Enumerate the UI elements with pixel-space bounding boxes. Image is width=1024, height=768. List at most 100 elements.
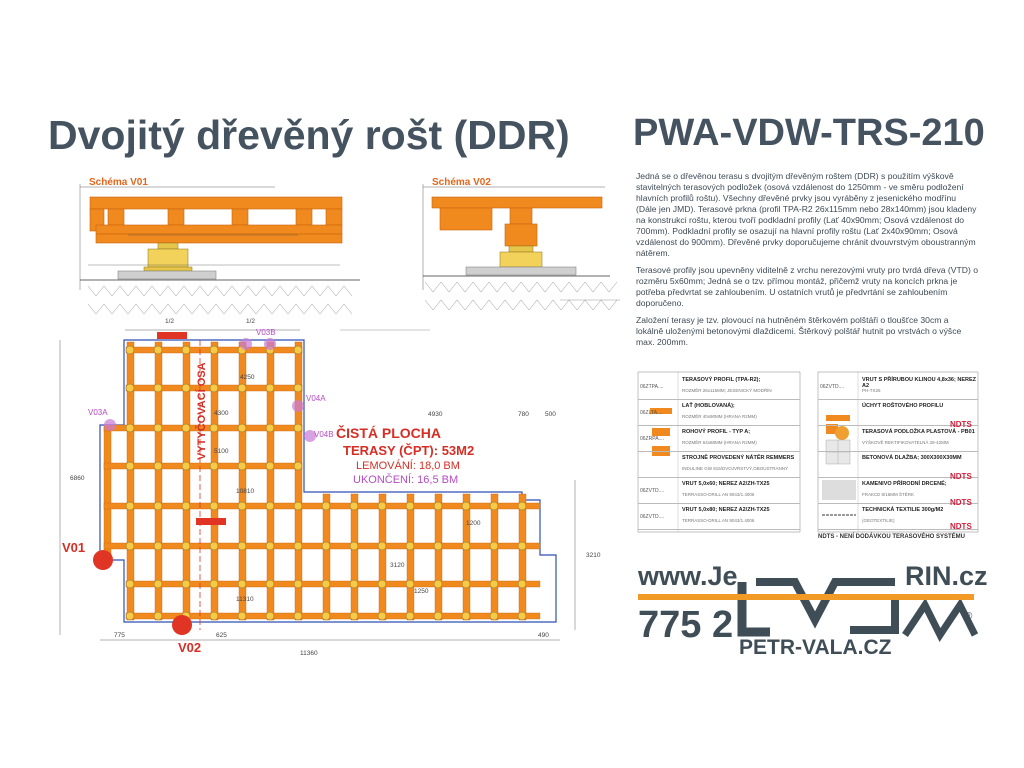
v04b-marker: [304, 430, 316, 442]
pedestal: [153, 345, 163, 355]
legend-row: ÚCHYT ROŠTOVÉHO PROFILU: [818, 400, 978, 426]
pedestal: [153, 501, 163, 511]
pedestal: [153, 383, 163, 393]
legend-sub: ROZMĚR 64x88MM (HRANA R2MM): [682, 440, 757, 445]
ndts-tag: NDTS: [950, 498, 972, 507]
legend-sub: ROZMĚR 40x90MM (HRANA R2MM): [682, 414, 757, 419]
schema-v02-label: Schéma V02: [432, 177, 491, 188]
dim-5100: 5100: [214, 448, 229, 455]
pedestal: [321, 501, 331, 511]
pedestal: [517, 579, 527, 589]
joist-vertical: [182, 341, 191, 621]
pedestal: [153, 423, 163, 433]
pedestal: [293, 501, 303, 511]
legend-sub: VÝŠKOVĚ REKTIFIKOVATELNÁ 28-42MM: [862, 440, 949, 445]
website-end[interactable]: RIN.cz: [905, 561, 988, 591]
legend-code: 06ZLTA....: [640, 410, 663, 416]
joist-vertical: [238, 341, 247, 621]
description-paragraph-1: Jedná se o dřevěnou terasu s dvojitým dř…: [636, 171, 977, 258]
dim-775: 775: [114, 632, 125, 639]
pedestal: [517, 541, 527, 551]
v03a-label: V03A: [88, 408, 108, 417]
legend-sub: ROZMĚR 26x115MM; JESENICKÝ MODŘÍN: [682, 388, 772, 393]
joist-vertical: [154, 341, 163, 621]
pedestal: [265, 501, 275, 511]
dim-total-width: 11360: [300, 650, 318, 657]
phone-number[interactable]: 775 2: [638, 604, 734, 646]
registered-mark: ®: [965, 611, 973, 622]
pedestal: [125, 541, 135, 551]
ukonceni-text: UKONČENÍ: 16,5 BM: [353, 474, 459, 486]
pedestal: [461, 501, 471, 511]
schema-v01-label: Schéma V01: [89, 177, 148, 188]
product-code: PWA-VDW-TRS-210: [633, 112, 985, 154]
legend-code: 06ZVTD....: [820, 384, 845, 390]
joist-vertical: [294, 341, 303, 621]
pedestal: [405, 611, 415, 621]
pedestal: [125, 345, 135, 355]
pedestal: [377, 541, 387, 551]
pedestal: [237, 579, 247, 589]
pedestal: [293, 345, 303, 355]
legend-name: VRUT 5,0x80; NEREZ A2/ZH-TX25: [682, 507, 770, 513]
legend-name: TECHNICKÁ TEXTILIE 300g/M2: [862, 507, 944, 513]
legend-name: ÚCHYT ROŠTOVÉHO PROFILU: [862, 403, 944, 409]
joist-vertical: [406, 493, 415, 621]
dim-3120: 3120: [390, 562, 405, 569]
legend-name: KAMENIVO PŘÍRODNÍ DRCENÉ;: [862, 481, 947, 487]
website-start[interactable]: www.Je: [638, 561, 738, 591]
pedestal: [433, 541, 443, 551]
pedestal: [293, 611, 303, 621]
pedestal: [461, 611, 471, 621]
pedestal: [209, 501, 219, 511]
company-logo-text: PETR-VALA.CZ: [739, 636, 892, 659]
pedestal: [237, 423, 247, 433]
lemovani-text: LEMOVÁNÍ: 18,0 BM: [356, 460, 460, 472]
pedestal: [265, 541, 275, 551]
pedestal: [293, 541, 303, 551]
schema-v02-drawing: [340, 184, 620, 331]
logo-graphic: [735, 572, 979, 668]
v02-label: V02: [178, 640, 202, 655]
area-value: TERASY (ČPT): 53M2: [343, 443, 475, 458]
pedestal: [433, 579, 443, 589]
pedestal: [153, 579, 163, 589]
pedestal: [377, 611, 387, 621]
pedestal: [181, 461, 191, 471]
pedestal: [433, 611, 443, 621]
v04a-label: V04A: [306, 394, 326, 403]
pedestal: [125, 501, 135, 511]
v04b-label: V04B: [314, 430, 334, 439]
description-text: Jedná se o dřevěnou terasu s dvojitým dř…: [636, 171, 978, 354]
joist-vertical: [103, 426, 112, 559]
legend-name: TERASOVÝ PROFIL (TPA-R2);: [682, 377, 761, 383]
legend-row: TECHNICKÁ TEXTILIE 300g/M2(GEOTEXTILIE): [818, 504, 978, 530]
pedestal: [293, 383, 303, 393]
ndts-note: NDTS - NENÍ DODÁVKOU TERASOVÉHO SYSTÉMU: [818, 534, 966, 540]
pedestal: [181, 423, 191, 433]
joist-vertical: [490, 493, 499, 621]
dim-1200: 1200: [466, 520, 481, 527]
marker-red-mid: [196, 518, 226, 525]
v01-marker: [93, 550, 113, 570]
pedestal: [489, 541, 499, 551]
v01-label: V01: [62, 540, 86, 555]
setout-axis-label: VYTYČOVACÍ OSA: [196, 362, 208, 460]
pedestal: [237, 383, 247, 393]
pedestal: [265, 383, 275, 393]
ndts-tag: NDTS: [950, 420, 972, 429]
pedestal: [153, 611, 163, 621]
legend-name: BETONOVÁ DLAŽBA; 300X300X30MM: [862, 455, 962, 461]
pedestal: [321, 541, 331, 551]
legend-name: TERASOVÁ PODLOŽKA PLASTOVÁ - PB01: [862, 429, 975, 435]
pedestal: [293, 579, 303, 589]
pedestal: [489, 501, 499, 511]
dim-490: 490: [538, 632, 549, 639]
pedestal: [125, 383, 135, 393]
pedestal: [265, 423, 275, 433]
orange-divider: [638, 594, 974, 600]
pedestal: [181, 345, 191, 355]
dim-6860: 6860: [70, 475, 85, 482]
